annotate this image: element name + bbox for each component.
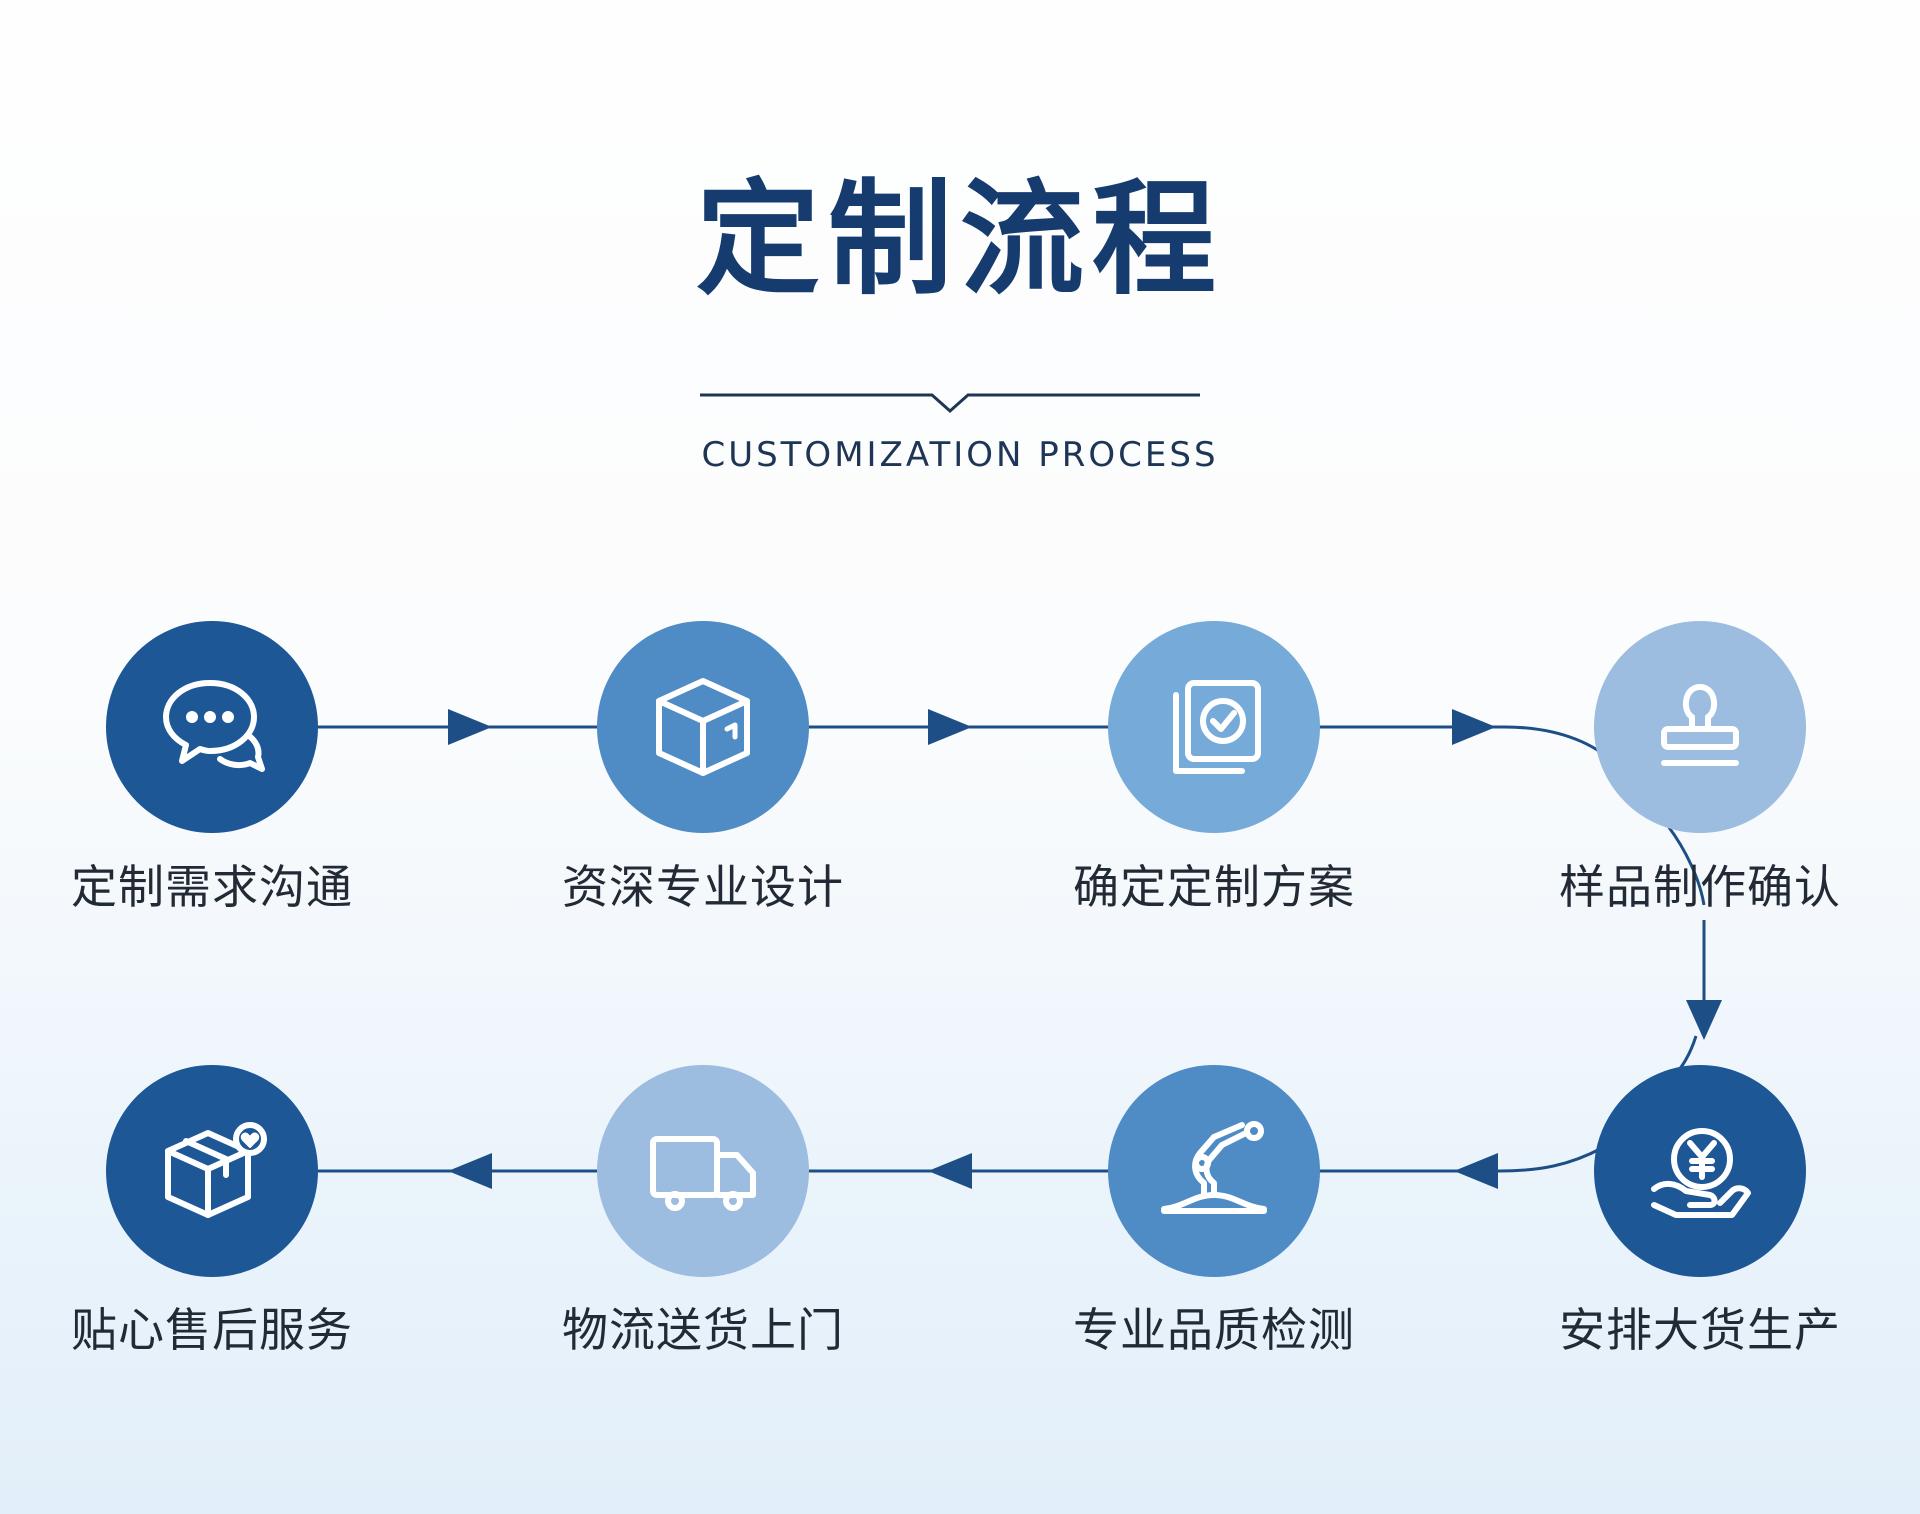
title-divider (700, 393, 1200, 414)
step-6-label: 专业品质检测 (1073, 1303, 1355, 1357)
arrow-2-3 (928, 709, 972, 745)
step-4-label: 样品制作确认 (1559, 860, 1841, 914)
box-3d-icon (656, 678, 750, 776)
step-5-label: 安排大货生产 (1559, 1303, 1841, 1357)
arrow-4-5 (1686, 1000, 1722, 1040)
stamp-icon (1661, 684, 1739, 766)
arrow-1-2 (448, 709, 492, 745)
delivery-truck-icon (650, 1136, 756, 1211)
step-2-label: 资深专业设计 (562, 860, 844, 914)
step-1-circle (106, 621, 318, 833)
step-3-circle (1108, 621, 1320, 833)
arrow-7-8 (448, 1153, 492, 1189)
package-heart-icon (165, 1122, 267, 1218)
step-4-circle (1594, 621, 1806, 833)
step-8-circle (106, 1065, 318, 1277)
arrow-6-7 (928, 1153, 972, 1189)
step-8-label: 贴心售后服务 (71, 1303, 353, 1357)
document-check-icon (1173, 680, 1261, 774)
step-1-label: 定制需求沟通 (71, 860, 353, 914)
step-7-label: 物流送货上门 (562, 1303, 844, 1357)
page-title: 定制流程 (695, 168, 1224, 312)
step-2-circle (597, 621, 809, 833)
arrow-5-6 (1454, 1153, 1498, 1189)
connector-4-5-curve-a (1666, 825, 1706, 906)
page-subtitle: CUSTOMIZATION PROCESS (701, 435, 1219, 475)
connector-5-6-curve (1499, 1146, 1603, 1173)
robot-arm-icon (1161, 1121, 1267, 1214)
step-5-circle (1594, 1065, 1806, 1277)
step-7-circle (597, 1065, 809, 1277)
chat-bubbles-icon (163, 680, 265, 772)
step-3-label: 确定定制方案 (1073, 860, 1355, 914)
yen-coin-hand-icon (1651, 1128, 1751, 1218)
step-6-circle (1108, 1065, 1320, 1277)
arrow-3-4 (1452, 709, 1496, 745)
